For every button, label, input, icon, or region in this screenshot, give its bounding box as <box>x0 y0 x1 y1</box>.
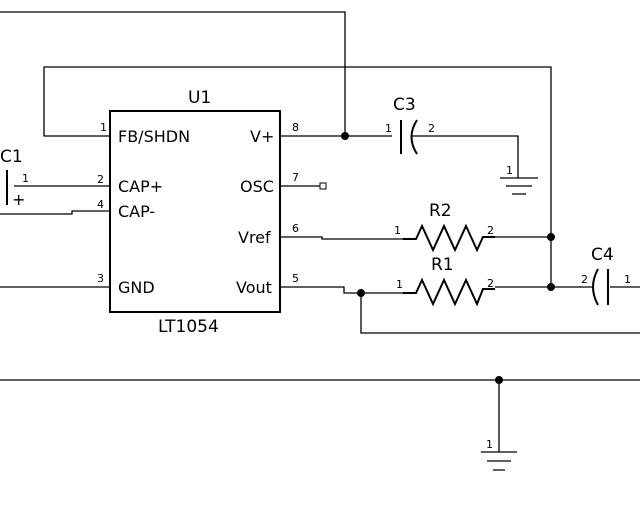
c3-pin2-number: 2 <box>428 122 435 135</box>
wires <box>0 11 640 452</box>
ground-symbol-rail: 1 <box>481 438 517 471</box>
ground-rail-pin-number: 1 <box>486 438 493 451</box>
wire-fb-loop <box>43 66 552 237</box>
u1-pin-fb-shdn-number: 1 <box>100 121 107 134</box>
ground-c3-pin-number: 1 <box>506 164 513 177</box>
r1-pin1-number: 1 <box>396 278 403 291</box>
wire-capminus <box>0 210 110 215</box>
u1-pin-gnd-name: GND <box>118 278 155 297</box>
wire-vout <box>280 286 403 294</box>
c1-capacitor[interactable]: C1 1 + <box>0 147 29 209</box>
c4-pin1-number: 1 <box>624 273 631 286</box>
u1-pin-vplus-name: V+ <box>250 127 274 146</box>
junction-r2 <box>547 233 555 241</box>
ground-icon-rail <box>481 451 517 471</box>
u1-pin-gnd-number: 3 <box>97 272 104 285</box>
r1-ref-label: R1 <box>431 255 454 275</box>
ground-symbol-c3: 1 <box>500 164 538 195</box>
c4-ref-label: C4 <box>591 245 614 265</box>
junction-vout <box>357 289 365 297</box>
u1-pin-fb-shdn-name: FB/SHDN <box>118 127 190 146</box>
u1-lt1054[interactable]: U1 LT1054 FB/SHDN 1 CAP+ 2 CAP- 4 GND 3 … <box>97 88 327 337</box>
r2-ref-label: R2 <box>429 201 452 221</box>
c1-polarity-label: + <box>12 190 25 209</box>
wire-vout-return <box>360 293 640 334</box>
r1-pin2-number: 2 <box>487 277 494 290</box>
u1-body <box>109 110 281 313</box>
c3-ref-label: C3 <box>393 95 416 115</box>
wire-c3-ground <box>412 135 519 178</box>
u1-part-label: LT1054 <box>158 317 219 337</box>
junction-r1 <box>547 283 555 291</box>
c4-plate-curved <box>592 268 599 306</box>
u1-pin-osc-name: OSC <box>240 177 274 196</box>
junction-vplus <box>341 132 349 140</box>
u1-pin-capplus-number: 2 <box>97 173 104 186</box>
u1-pin-capminus-number: 4 <box>97 198 104 211</box>
osc-no-connect-square <box>319 182 327 190</box>
u1-pin-vout-name: Vout <box>236 278 272 297</box>
u1-pin-capplus-name: CAP+ <box>118 177 163 196</box>
r1-zigzag <box>403 277 495 307</box>
r2-zigzag <box>403 223 495 253</box>
c1-ref-label: C1 <box>0 147 23 167</box>
u1-pin-vout-number: 5 <box>292 272 299 285</box>
c4-capacitor[interactable]: C4 2 1 <box>581 245 631 306</box>
u1-pin-osc-number: 7 <box>292 171 299 184</box>
r1-resistor[interactable]: R1 1 2 <box>396 255 495 307</box>
wire-vref-r2 <box>280 236 403 240</box>
c4-pin2-number: 2 <box>581 273 588 286</box>
u1-ref-label: U1 <box>188 88 211 108</box>
u1-pin-capminus-name: CAP- <box>118 202 155 221</box>
c3-capacitor[interactable]: C3 1 2 <box>385 95 435 155</box>
u1-pin-vplus-number: 8 <box>292 121 299 134</box>
r2-resistor[interactable]: R2 1 2 <box>394 201 495 253</box>
wire-top-loop <box>0 11 346 136</box>
junction-ground-rail <box>495 376 503 384</box>
c1-pin-number: 1 <box>22 172 29 185</box>
r2-pin2-number: 2 <box>487 224 494 237</box>
u1-pin-vref-name: Vref <box>238 228 271 247</box>
ground-icon-c3 <box>500 177 538 195</box>
c3-pin1-number: 1 <box>385 122 392 135</box>
junctions <box>341 132 555 384</box>
c3-plate-curved <box>410 119 418 155</box>
r2-pin1-number: 1 <box>394 224 401 237</box>
u1-pin-vref-number: 6 <box>292 222 299 235</box>
